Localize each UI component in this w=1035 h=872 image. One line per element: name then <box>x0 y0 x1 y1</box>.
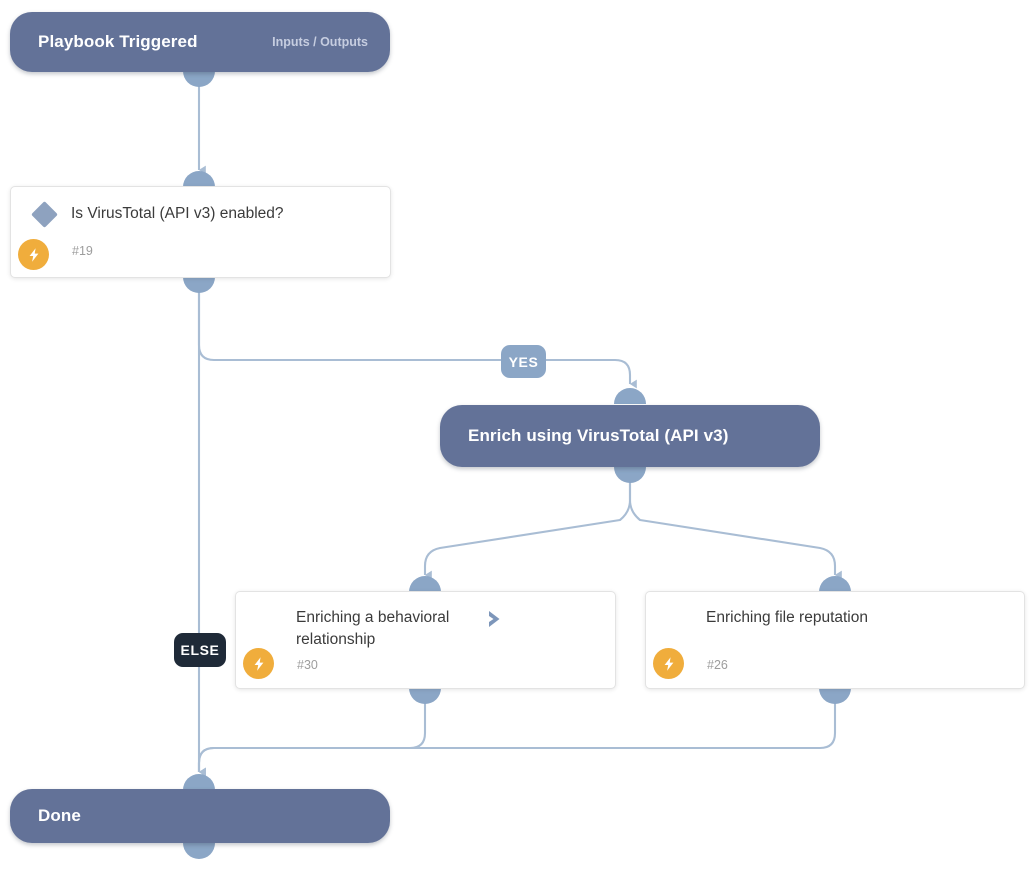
port-done-in <box>183 774 215 790</box>
port-start-out <box>183 71 215 87</box>
node-title: Is VirusTotal (API v3) enabled? <box>71 205 284 222</box>
branch-label-yes[interactable]: YES <box>501 345 546 378</box>
node-done[interactable]: Done <box>10 789 390 843</box>
port-behavioral-out <box>409 688 441 704</box>
node-id-label: #19 <box>72 244 93 258</box>
lightning-bolt-icon <box>243 648 274 679</box>
branch-label-text: YES <box>508 353 539 370</box>
node-title: Enriching file reputation <box>706 609 868 626</box>
node-playbook-triggered[interactable]: Playbook Triggered Inputs / Outputs <box>10 12 390 72</box>
node-task-enriching-file-reputation[interactable]: Enriching file reputation #26 <box>645 591 1025 689</box>
chevron-right-icon <box>485 608 507 630</box>
node-title: Enriching a behavioral relationship <box>296 609 450 648</box>
node-enrich-using-virustotal[interactable]: Enrich using VirusTotal (API v3) <box>440 405 820 467</box>
node-title: Enrich using VirusTotal (API v3) <box>468 426 729 445</box>
node-task-enriching-behavioral-relationship[interactable]: Enriching a behavioral relationship #30 <box>235 591 616 689</box>
port-reputation-in <box>819 576 851 592</box>
edge-reputation-to-done <box>197 698 837 777</box>
node-id-label: #30 <box>297 658 318 672</box>
node-title: Done <box>38 806 81 825</box>
port-condition-in <box>183 171 215 187</box>
port-condition-out <box>183 277 215 293</box>
port-enrich-in <box>614 388 646 404</box>
lightning-bolt-icon <box>18 239 49 270</box>
branch-label-else[interactable]: ELSE <box>174 633 226 667</box>
edge-behavioral-to-done <box>197 698 427 777</box>
edge-enrich-to-behavioral <box>423 477 632 580</box>
port-done-out <box>183 843 215 859</box>
diamond-icon <box>31 201 58 228</box>
node-inputs-outputs-link[interactable]: Inputs / Outputs <box>272 35 368 49</box>
edge-enrich-to-reputation <box>628 477 842 580</box>
edge-condition-yes-to-enrich <box>197 288 637 389</box>
port-behavioral-in <box>409 576 441 592</box>
node-title: Playbook Triggered <box>38 32 198 51</box>
node-id-label: #26 <box>707 658 728 672</box>
branch-label-text: ELSE <box>180 642 220 658</box>
lightning-bolt-icon <box>653 648 684 679</box>
port-enrich-out <box>614 467 646 483</box>
node-condition-virustotal-enabled[interactable]: Is VirusTotal (API v3) enabled? #19 <box>10 186 391 278</box>
port-reputation-out <box>819 688 851 704</box>
